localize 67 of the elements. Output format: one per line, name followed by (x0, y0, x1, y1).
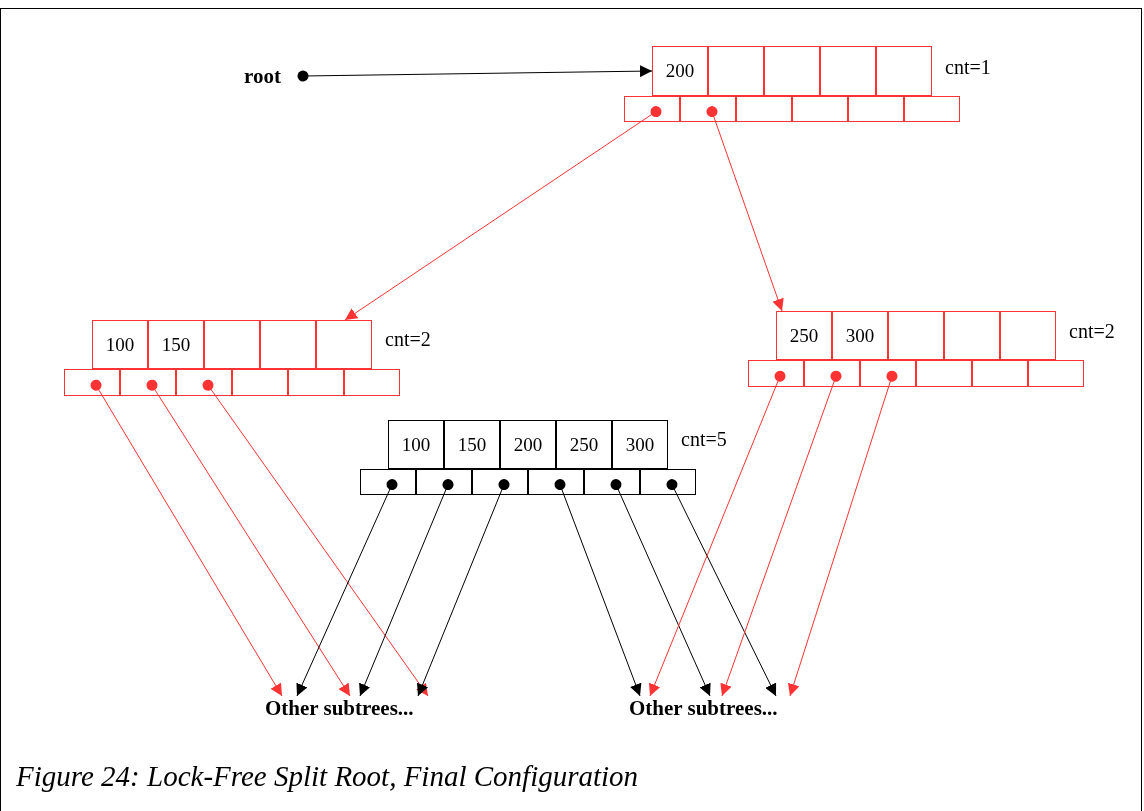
pointer-cell (916, 360, 972, 387)
pointer-cell (176, 369, 232, 396)
pointer-arrow (666, 479, 777, 697)
pointer-cell (972, 360, 1028, 387)
count-label: cnt=1 (945, 56, 991, 79)
pointer-cell (528, 469, 584, 495)
pointer-arrow (296, 479, 398, 697)
pointer-cell (848, 96, 904, 122)
pointer-arrow (359, 479, 454, 697)
count-label: cnt=2 (385, 328, 431, 351)
key-cell: 300 (612, 420, 668, 469)
pointer-arrow (344, 106, 662, 321)
pointer-cell (736, 96, 792, 122)
pointer-cell (288, 369, 344, 396)
pointer-arrow (297, 65, 653, 82)
pointer-cell (680, 96, 736, 122)
pointer-cell (64, 369, 120, 396)
key-cell: 150 (444, 420, 500, 469)
pointer-arrow (90, 379, 283, 697)
count-label: cnt=5 (681, 428, 727, 451)
pointer-cell (804, 360, 860, 387)
key-cell: 150 (148, 320, 204, 369)
root-pointer-label: root (244, 64, 303, 88)
subtree-label: Other subtrees... (629, 696, 801, 726)
pointer-arrow (720, 370, 842, 697)
key-cell (820, 46, 876, 96)
pointer-cell (472, 469, 528, 495)
pointer-arrow (706, 106, 784, 312)
key-cell (1000, 311, 1056, 360)
pointer-cell (748, 360, 804, 387)
pointer-arrow (146, 379, 351, 697)
pointer-arrow (648, 370, 786, 697)
key-cell: 200 (652, 46, 708, 96)
pointer-cell (792, 96, 848, 122)
key-cell: 200 (500, 420, 556, 469)
key-cell: 100 (388, 420, 444, 469)
pointer-arrow (416, 479, 510, 697)
pointer-cell (904, 96, 960, 122)
pointer-cell (120, 369, 176, 396)
key-cell (888, 311, 944, 360)
pointer-arrow (202, 379, 429, 697)
key-cell: 250 (776, 311, 832, 360)
count-label: cnt=2 (1069, 320, 1115, 343)
key-cell (316, 320, 372, 369)
key-cell: 300 (832, 311, 888, 360)
pointer-cell (232, 369, 288, 396)
pointer-cell (584, 469, 640, 495)
key-cell: 100 (92, 320, 148, 369)
pointer-arrow (554, 479, 642, 697)
pointer-cell (624, 96, 680, 122)
key-cell (876, 46, 932, 96)
key-cell (764, 46, 820, 96)
pointer-arrow (787, 370, 898, 697)
key-cell (204, 320, 260, 369)
pointer-cell (360, 469, 416, 495)
key-cell (944, 311, 1000, 360)
pointer-cell (640, 469, 696, 495)
pointer-cell (416, 469, 472, 495)
key-cell (708, 46, 764, 96)
pointer-cell (1028, 360, 1084, 387)
pointer-cell (344, 369, 400, 396)
pointer-arrow (610, 479, 711, 697)
pointer-cell (860, 360, 916, 387)
figure-caption: Figure 24: Lock-Free Split Root, Final Configuration (16, 760, 639, 793)
key-cell: 250 (556, 420, 612, 469)
subtree-label: Other subtrees... (265, 696, 437, 726)
key-cell (260, 320, 316, 369)
